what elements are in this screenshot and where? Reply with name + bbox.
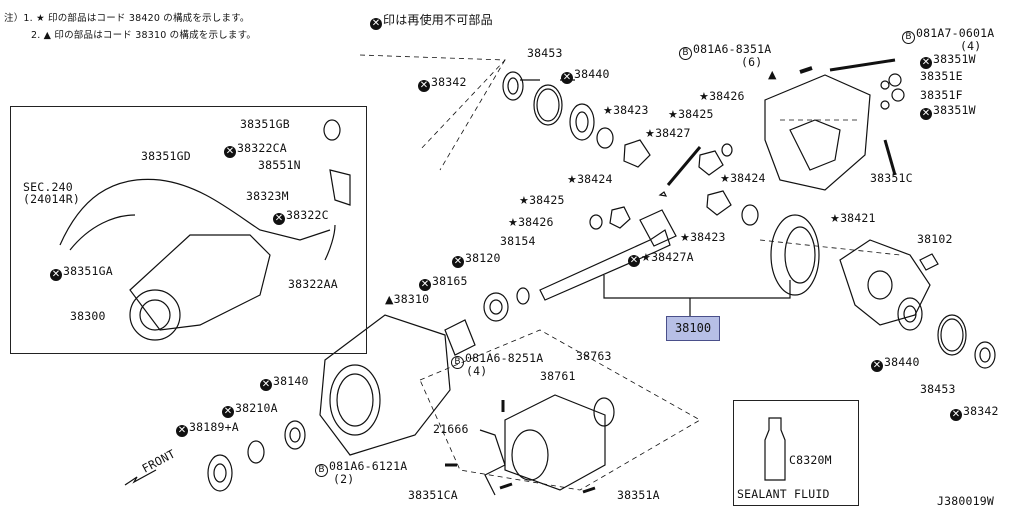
part-38351W-b[interactable]: ✕38351W bbox=[920, 103, 976, 120]
part-38100-highlight[interactable]: 38100 bbox=[666, 316, 720, 341]
note-2: 2. ▲ 印の部品はコード 38310 の構成を示します。 bbox=[31, 30, 257, 41]
part-38453[interactable]: 38453 bbox=[527, 46, 563, 60]
part-38102[interactable]: 38102 bbox=[917, 232, 953, 246]
part-38551N[interactable]: 38551N bbox=[258, 158, 301, 172]
part-38424[interactable]: ★38424 bbox=[567, 172, 613, 187]
part-38351E[interactable]: 38351E bbox=[920, 69, 963, 83]
part-38351A[interactable]: 38351A bbox=[617, 488, 660, 502]
non-reusable-icon: ✕ bbox=[224, 146, 236, 158]
part-38351F[interactable]: 38351F bbox=[920, 88, 963, 102]
part-38310[interactable]: ▲38310 bbox=[385, 292, 430, 307]
part-38424-b[interactable]: ★38424 bbox=[720, 171, 766, 186]
part-38322CA[interactable]: ✕38322CA bbox=[224, 141, 287, 158]
sealant-label: SEALANT FLUID bbox=[737, 487, 830, 501]
part-38426-b[interactable]: ★38426 bbox=[508, 215, 554, 230]
part-C8320M[interactable]: C8320M bbox=[789, 453, 832, 467]
part-38322C[interactable]: ✕38322C bbox=[273, 208, 329, 225]
part-38453-b[interactable]: 38453 bbox=[920, 382, 956, 396]
part-38351GD[interactable]: 38351GD bbox=[141, 149, 191, 163]
bolt-standard-icon: B bbox=[315, 464, 328, 477]
part-38140[interactable]: ✕38140 bbox=[260, 374, 309, 391]
part-38423[interactable]: ★38423 bbox=[603, 103, 649, 118]
part-38165[interactable]: ✕38165 bbox=[419, 274, 468, 291]
part-38210A[interactable]: ✕38210A bbox=[222, 401, 278, 418]
part-38351C[interactable]: 38351C bbox=[870, 171, 913, 185]
triangle-mark: ▲ bbox=[768, 68, 777, 81]
part-081A6-8251A-qty: (4) bbox=[466, 364, 488, 378]
part-38323M[interactable]: 38323M bbox=[246, 189, 289, 203]
part-38342-b[interactable]: ✕38342 bbox=[950, 404, 999, 421]
part-38440[interactable]: ✕38440 bbox=[561, 67, 610, 84]
note-3: ✕印は再使用不可部品 bbox=[370, 13, 493, 30]
non-reusable-icon: ✕ bbox=[418, 80, 430, 92]
harness-inset-frame bbox=[10, 106, 367, 354]
note-1: 注）1. ★ 印の部品はコード 38420 の構成を示します。 bbox=[4, 13, 250, 24]
non-reusable-icon: ✕ bbox=[273, 213, 285, 225]
part-38154[interactable]: 38154 bbox=[500, 234, 536, 248]
sealant-box bbox=[733, 400, 859, 506]
part-38425[interactable]: ★38425 bbox=[668, 107, 714, 122]
non-reusable-icon: ✕ bbox=[561, 72, 573, 84]
non-reusable-icon: ✕ bbox=[950, 409, 962, 421]
part-38426[interactable]: ★38426 bbox=[699, 89, 745, 104]
part-21666[interactable]: 21666 bbox=[433, 422, 469, 436]
part-38423-b[interactable]: ★38423 bbox=[680, 230, 726, 245]
part-38322AA[interactable]: 38322AA bbox=[288, 277, 338, 291]
label-sec240: SEC.240 bbox=[23, 180, 73, 194]
label-sec240-ref: (24014R) bbox=[23, 192, 80, 206]
non-reusable-icon: ✕ bbox=[920, 108, 932, 120]
part-38351W[interactable]: ✕38351W bbox=[920, 52, 976, 69]
part-081A7-0601A-qty: (4) bbox=[960, 39, 982, 53]
part-38427[interactable]: ★38427 bbox=[645, 126, 691, 141]
part-081A6-6121A-qty: (2) bbox=[333, 472, 355, 486]
non-reusable-icon: ✕ bbox=[222, 406, 234, 418]
part-38351GA[interactable]: ✕38351GA bbox=[50, 264, 113, 281]
bolt-standard-icon: B bbox=[902, 31, 915, 44]
non-reusable-icon: ✕ bbox=[370, 18, 382, 30]
part-38421[interactable]: ★38421 bbox=[830, 211, 876, 226]
part-38427A[interactable]: ✕★38427A bbox=[628, 250, 694, 267]
non-reusable-icon: ✕ bbox=[452, 256, 464, 268]
bolt-standard-icon: B bbox=[679, 47, 692, 60]
part-38763[interactable]: 38763 bbox=[576, 349, 612, 363]
part-38300[interactable]: 38300 bbox=[70, 309, 106, 323]
part-38440-b[interactable]: ✕38440 bbox=[871, 355, 920, 372]
non-reusable-icon: ✕ bbox=[419, 279, 431, 291]
non-reusable-icon: ✕ bbox=[871, 360, 883, 372]
non-reusable-icon: ✕ bbox=[920, 57, 932, 69]
non-reusable-icon: ✕ bbox=[628, 255, 640, 267]
part-081A6-8351A-qty: (6) bbox=[741, 55, 763, 69]
part-38351CA[interactable]: 38351CA bbox=[408, 488, 458, 502]
bolt-standard-icon: B bbox=[451, 356, 464, 369]
part-38761[interactable]: 38761 bbox=[540, 369, 576, 383]
part-38351GB[interactable]: 38351GB bbox=[240, 117, 290, 131]
part-38425-b[interactable]: ★38425 bbox=[519, 193, 565, 208]
part-38189A[interactable]: ✕38189+A bbox=[176, 420, 239, 437]
part-38342[interactable]: ✕38342 bbox=[418, 75, 467, 92]
diagram-id: J380019W bbox=[937, 494, 994, 508]
non-reusable-icon: ✕ bbox=[260, 379, 272, 391]
non-reusable-icon: ✕ bbox=[176, 425, 188, 437]
part-38120[interactable]: ✕38120 bbox=[452, 251, 501, 268]
non-reusable-icon: ✕ bbox=[50, 269, 62, 281]
